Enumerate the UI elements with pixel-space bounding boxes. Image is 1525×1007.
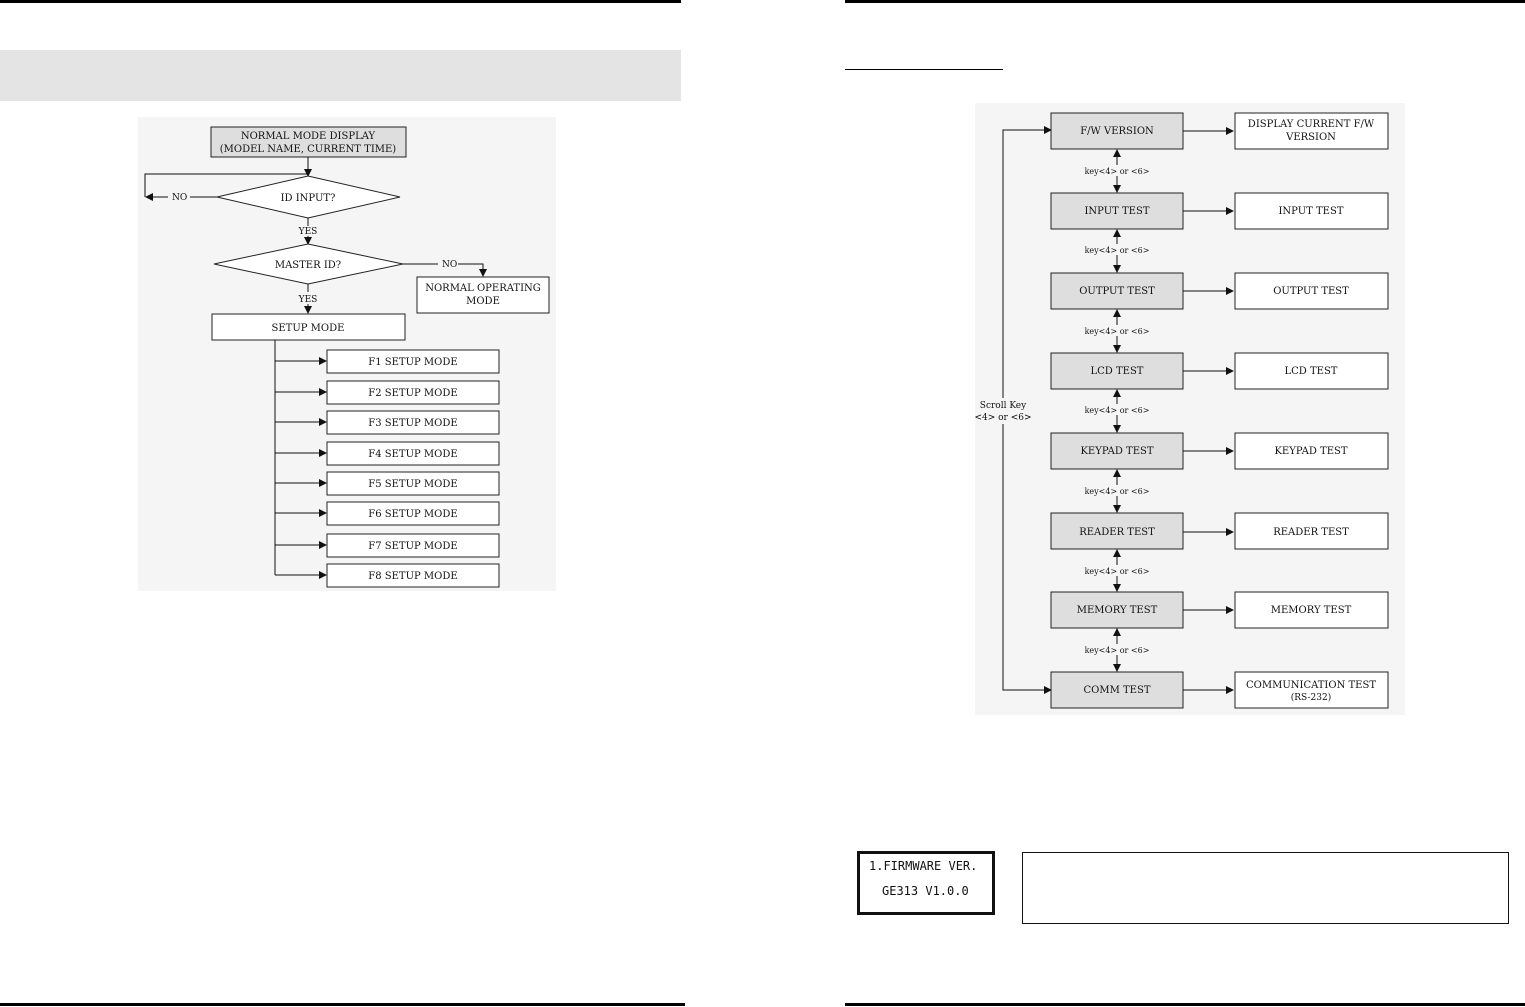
id-yes-label: YES: [298, 227, 318, 237]
section-header-banner: [0, 50, 681, 101]
normal-mode-box: [210, 126, 407, 158]
result-line1: MEMORY TEST: [1271, 605, 1352, 616]
key-label: key<4> or <6>: [1085, 167, 1150, 176]
test-label: READER TEST: [1079, 527, 1155, 538]
key-connector-6: key<4> or <6>: [1085, 549, 1150, 592]
bottom-rule-right: [845, 1003, 1525, 1006]
key-connector-3: key<4> or <6>: [1085, 309, 1150, 353]
test-label: INPUT TEST: [1084, 206, 1149, 217]
test-row-comm: COMM TEST COMMUNICATION TEST (RS-232): [1050, 671, 1389, 709]
key-label: key<4> or <6>: [1085, 487, 1150, 496]
key-connector-1: key<4> or <6>: [1085, 149, 1150, 193]
key-connector-5: key<4> or <6>: [1085, 469, 1150, 513]
key-connector-2: key<4> or <6>: [1085, 229, 1150, 273]
result-line1: READER TEST: [1273, 527, 1349, 538]
test-label: F/W VERSION: [1080, 126, 1154, 137]
normal-mode-line2: (MODEL NAME, CURRENT TIME): [220, 144, 397, 155]
setup-item-label: F4 SETUP MODE: [368, 449, 457, 460]
test-label: COMM TEST: [1084, 685, 1151, 696]
test-row-memory: MEMORY TEST MEMORY TEST: [1050, 591, 1389, 629]
setup-item-4: F4 SETUP MODE: [275, 441, 500, 466]
key-label: key<4> or <6>: [1085, 567, 1150, 576]
key-label: key<4> or <6>: [1085, 406, 1150, 415]
test-row-lcd: LCD TEST LCD TEST: [1050, 352, 1389, 390]
setup-item-2: F2 SETUP MODE: [275, 380, 500, 405]
test-label: LCD TEST: [1091, 366, 1144, 377]
setup-item-label: F2 SETUP MODE: [368, 388, 457, 399]
test-row-keypad: KEYPAD TEST KEYPAD TEST: [1050, 432, 1389, 470]
normal-operating-box: [416, 276, 550, 314]
result-line2: (RS-232): [1291, 692, 1332, 703]
setup-item-label: F8 SETUP MODE: [368, 571, 457, 582]
lcd-line-1: 1.FIRMWARE VER.: [869, 859, 978, 873]
lcd-display: 1.FIRMWARE VER. GE313 V1.0.0: [857, 851, 995, 915]
key-connector-7: key<4> or <6>: [1085, 628, 1150, 672]
key-label: key<4> or <6>: [1085, 246, 1150, 255]
id-input-label: ID INPUT?: [281, 193, 336, 204]
normal-operating-line2: MODE: [466, 296, 500, 307]
key-label: key<4> or <6>: [1085, 327, 1150, 336]
setup-item-label: F1 SETUP MODE: [368, 357, 457, 368]
normal-operating-line1: NORMAL OPERATING: [425, 283, 541, 294]
heading-underline: [845, 69, 1003, 70]
result-line1: KEYPAD TEST: [1274, 446, 1347, 457]
master-id-label: MASTER ID?: [275, 260, 341, 271]
setup-item-6: F6 SETUP MODE: [275, 501, 500, 526]
result-line1: COMMUNICATION TEST: [1246, 680, 1376, 691]
setup-flowchart: NORMAL MODE DISPLAY (MODEL NAME, CURRENT…: [144, 126, 550, 588]
test-label: MEMORY TEST: [1077, 605, 1158, 616]
scroll-key-line2: <4> or <6>: [974, 413, 1031, 423]
test-row-output: OUTPUT TEST OUTPUT TEST: [1050, 272, 1389, 310]
id-input-decision: [216, 175, 401, 219]
test-label: KEYPAD TEST: [1080, 446, 1153, 457]
scroll-key-line1: Scroll Key: [980, 401, 1027, 411]
test-row-input: INPUT TEST INPUT TEST: [1050, 192, 1389, 230]
result-line2: VERSION: [1285, 132, 1336, 143]
setup-mode-label: SETUP MODE: [272, 323, 345, 334]
setup-item-3: F3 SETUP MODE: [275, 410, 500, 435]
setup-mode-box: [211, 313, 406, 341]
result-line1: LCD TEST: [1285, 366, 1338, 377]
test-flowchart: Scroll Key <4> or <6> F/W VERSION DISPLA…: [974, 112, 1389, 709]
setup-item-8: F8 SETUP MODE: [275, 563, 500, 588]
normal-mode-line1: NORMAL MODE DISPLAY: [241, 131, 376, 142]
lcd-line-2: GE313 V1.0.0: [882, 884, 969, 898]
setup-item-5: F5 SETUP MODE: [275, 471, 500, 496]
test-label: OUTPUT TEST: [1079, 286, 1155, 297]
result-line1: INPUT TEST: [1278, 206, 1343, 217]
result-line1: DISPLAY CURRENT F/W: [1248, 119, 1375, 130]
result-line1: OUTPUT TEST: [1273, 286, 1349, 297]
test-row-reader: READER TEST READER TEST: [1050, 512, 1389, 550]
top-rule-left: [0, 0, 681, 3]
setup-item-1: F1 SETUP MODE: [275, 349, 500, 374]
master-yes-label: YES: [298, 295, 318, 305]
setup-item-7: F7 SETUP MODE: [275, 533, 500, 558]
key-connector-4: key<4> or <6>: [1085, 389, 1150, 433]
setup-item-label: F6 SETUP MODE: [368, 509, 457, 520]
master-no-label: NO: [442, 260, 457, 270]
bottom-rule-left: [0, 1003, 685, 1006]
top-rule-right: [845, 0, 1525, 3]
test-row-fw-version: F/W VERSION DISPLAY CURRENT F/W VERSION: [1050, 112, 1389, 150]
setup-item-label: F3 SETUP MODE: [368, 418, 457, 429]
id-no-label: NO: [172, 193, 187, 203]
description-box: [1022, 852, 1509, 924]
key-label: key<4> or <6>: [1085, 646, 1150, 655]
setup-item-label: F7 SETUP MODE: [368, 541, 457, 552]
setup-item-label: F5 SETUP MODE: [368, 479, 457, 490]
